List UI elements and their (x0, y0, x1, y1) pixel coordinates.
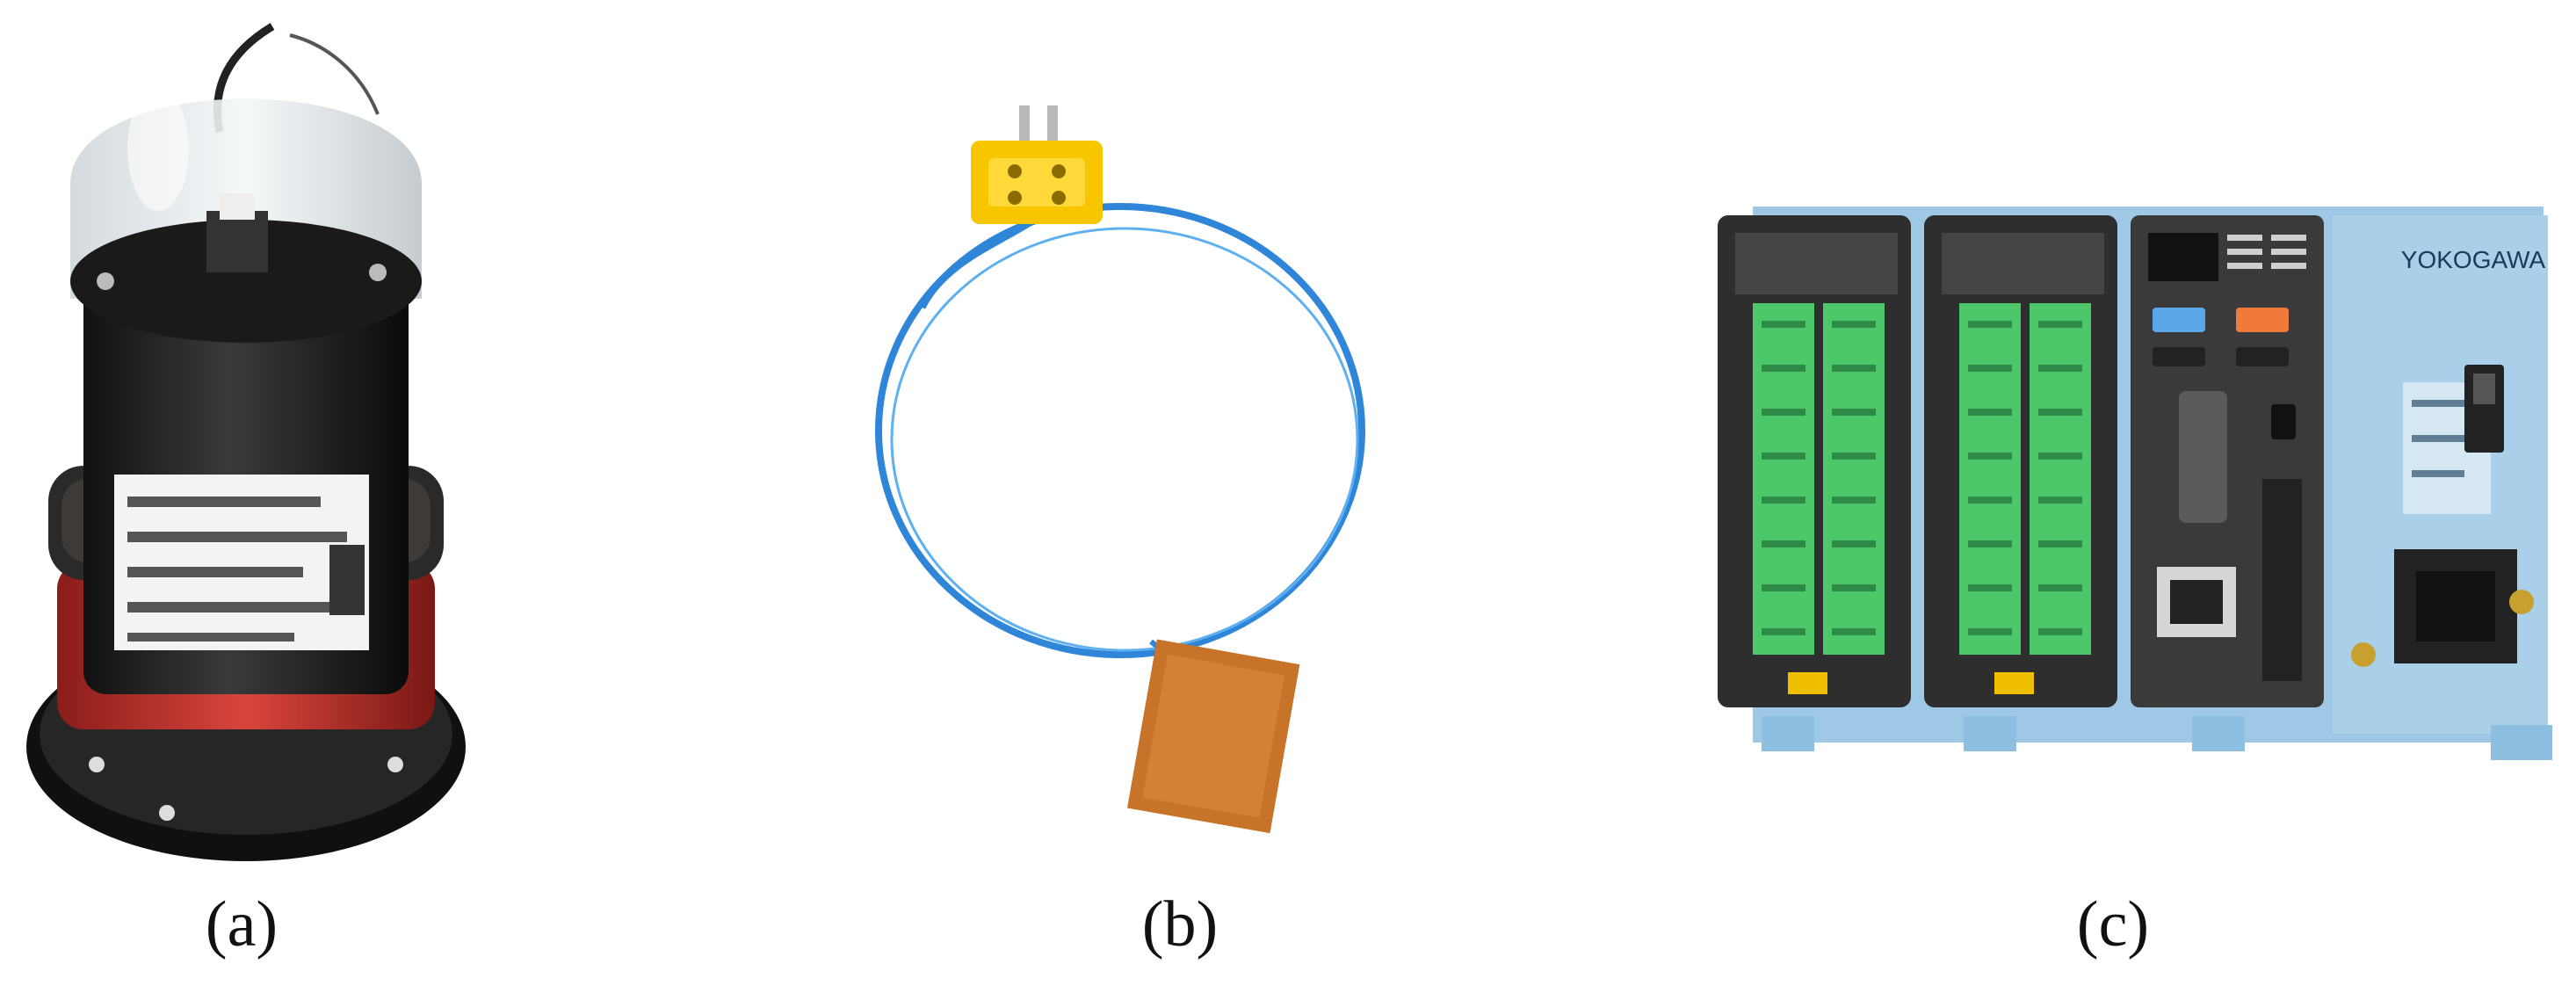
yokogawa-logo: YOKOGAWA (2401, 246, 2546, 273)
panel-c-caption: (c) (2076, 888, 2150, 960)
panel-a-caption: (a) (205, 888, 279, 960)
panel-a-sensor-photo (26, 23, 466, 861)
panel-b-thermocouple-photo (875, 105, 1365, 834)
panel-c-data-logger-photo: YOKOGAWA (1718, 207, 2552, 760)
panel-b-caption: (b) (1141, 888, 1219, 960)
